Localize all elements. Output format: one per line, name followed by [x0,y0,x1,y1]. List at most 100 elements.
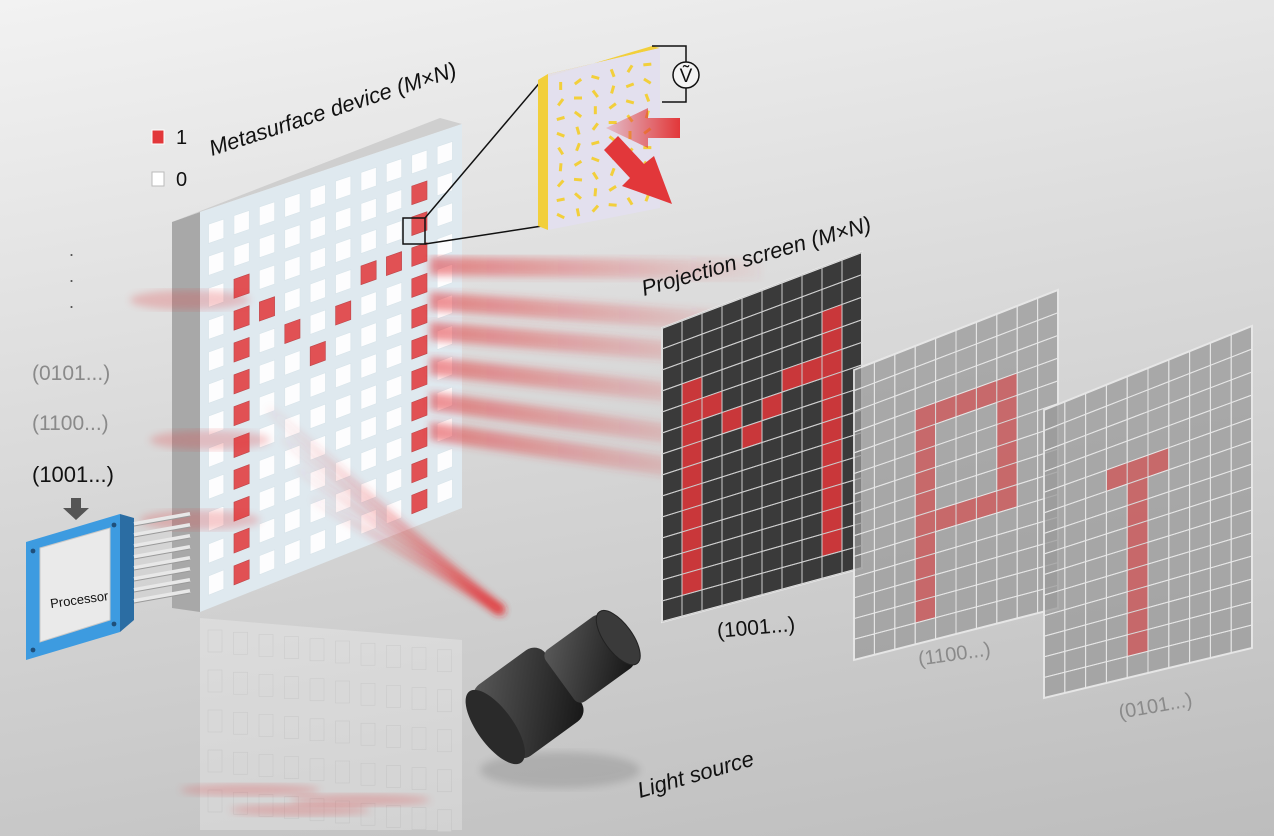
voltage-wire [652,45,687,62]
meta-pixel-on [386,251,402,277]
meta-pixel-off [386,405,402,432]
meta-pixel-on [411,334,428,360]
processor-wire [133,534,191,548]
nanorod [643,77,652,85]
reflection-pixel [386,685,401,708]
meta-pixel-off [208,378,225,404]
meta-pixel-off [386,436,402,463]
reflection-pixel [233,671,248,695]
reflection-pixel [233,751,248,775]
sequence-dot-3: . [69,292,74,312]
reflected-beam [430,257,760,280]
reflection-pixel [386,725,401,748]
meta-pixel-off [309,215,326,241]
reflection-pixel [207,749,223,773]
screen-code-1100: (1100...) [917,639,992,671]
meta-pixel-off [436,478,453,505]
zoom-line-bottom [424,225,543,245]
light-source-label: Light source [634,746,756,803]
meta-pixel-on [411,427,428,453]
reflection-pixel [309,678,325,702]
meta-pixel-off [309,403,326,430]
reflection-pixel [386,805,401,828]
nanorod [556,115,565,122]
reflection-pixel [411,727,427,750]
sequence-dot-1: . [69,240,74,260]
meta-pixel-off [259,232,275,259]
incident-beam [311,496,504,614]
reflection-pixel [335,720,350,744]
projection-screen [853,288,1059,662]
nanorod [574,192,582,200]
meta-pixel-off [360,291,377,317]
nanorod [556,197,565,203]
meta-pixel-on [411,180,428,206]
meta-pixel-off [284,255,301,281]
meta-pixel-off [335,206,352,232]
nanorod [610,85,616,94]
metasurface-device [172,118,462,612]
reflection-pixel [258,634,274,657]
nanorod [591,204,600,213]
meta-pixel-off [386,313,402,339]
meta-pixel-on [411,365,428,391]
reflection-pixel [233,711,248,735]
meta-pixel-off [208,537,225,564]
processor-screw [30,548,36,554]
meta-pixel-on [233,305,250,331]
metasurface-pixel-grid [208,140,453,596]
zoom-line-top [424,79,543,219]
projection-screen [1043,324,1253,700]
nanorod [556,212,565,220]
processor-wire-shadow [133,581,191,593]
meta-pixel-off [386,374,402,401]
nanorod [591,89,599,98]
electrode-top [538,46,660,80]
reflection-pixel [309,758,325,782]
nanorod [609,68,616,78]
meta-pixel-off [436,140,453,166]
meta-pixel-on [411,488,428,515]
processor-wire-shadow [133,559,191,571]
meta-pixel-on [259,296,275,322]
meta-pixel-off [436,202,453,228]
meta-pixel-off [436,233,453,258]
reflection-pixel [437,729,452,753]
meta-pixel-off [335,269,352,295]
nanorod [644,93,651,103]
reflection-pixel [258,714,274,737]
meta-pixel-off [284,381,301,408]
meta-pixel-off [208,409,225,436]
meta-pixel-off [360,229,377,254]
processor-wire [133,512,191,526]
nanorod [556,179,565,188]
meta-pixel-off [309,184,326,209]
reflection-pixel [284,636,299,659]
nanorod [556,131,565,138]
meta-pixel-off [386,220,402,245]
meta-pixel-on [233,464,250,490]
nanorod [608,185,617,192]
reflection-pixel [360,802,376,826]
metasurface-reflection-grid [207,629,452,833]
nanorod [574,96,582,100]
meta-pixel-off [360,384,377,410]
stray-beam [140,510,260,530]
meta-pixel-off [335,394,352,420]
meta-pixel-off [360,197,377,223]
meta-pixel-off [360,322,377,348]
meta-pixel-off [309,309,326,335]
processor-wire-shadow [133,592,191,604]
reflection-pixel [207,709,223,733]
nanorod [575,142,581,152]
legend-label-zero: 0 [176,169,187,191]
meta-pixel-off [335,362,352,389]
reflection-pixel [360,762,376,786]
reflection-pixel [411,807,427,830]
floor-beam-reflection [180,784,320,796]
voltage-source-icon [672,61,700,89]
electrode-layer [538,74,548,230]
zoom-inset: Ṽ [424,45,700,245]
nanorod [559,81,563,90]
nanorod [591,156,600,163]
